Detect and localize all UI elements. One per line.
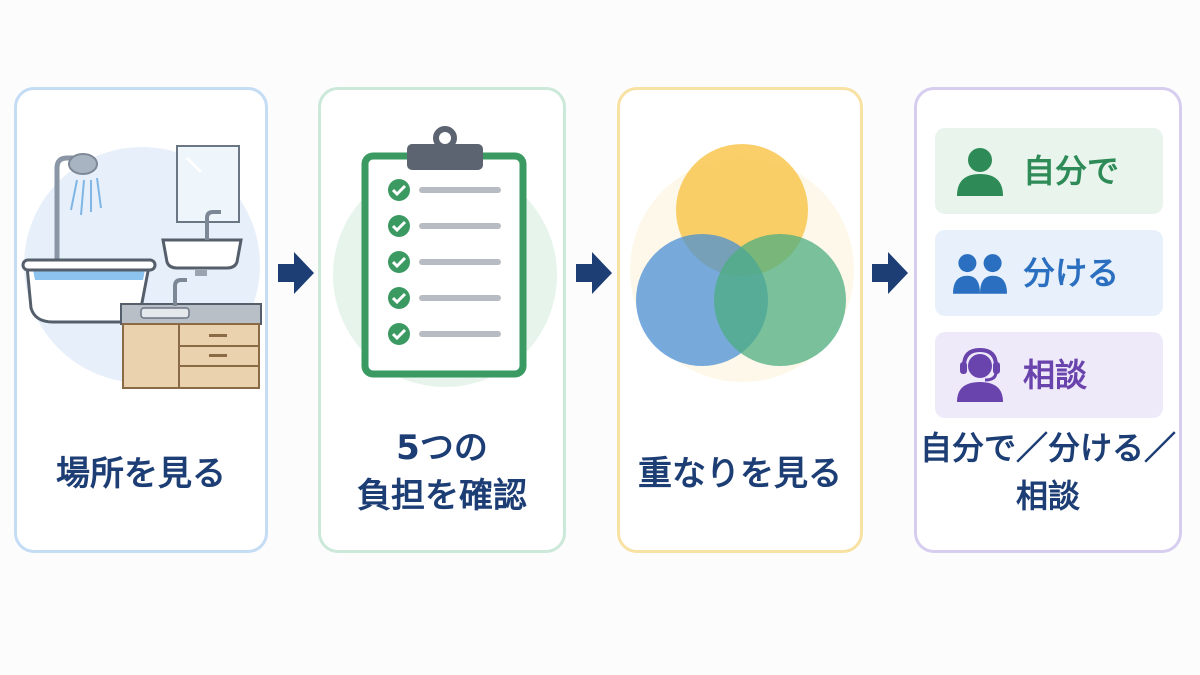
step-title-line: 相談 [1015, 477, 1080, 515]
person-icon [957, 148, 1003, 196]
step-title-line: 場所を見る [56, 454, 226, 494]
step-card-options: 自分で 分ける 相談 自分で／分ける／ 相談 [914, 87, 1182, 553]
arrow-right-icon [278, 252, 314, 294]
option-share: 分ける [935, 230, 1163, 316]
step-title: 自分で／分ける／ 相談 [917, 424, 1179, 520]
step-card-five-burdens: 5つの 負担を確認 [318, 87, 566, 553]
bathroom-icon [21, 145, 262, 389]
step-title: 重なりを見る [620, 450, 860, 498]
option-label: 自分で [1023, 152, 1120, 190]
step-title-line: 負担を確認 [357, 476, 527, 516]
step-title-line: 5つの [396, 428, 488, 468]
option-label: 相談 [1023, 356, 1088, 394]
option-self: 自分で [935, 128, 1163, 214]
step-title-line: 重なりを見る [638, 454, 842, 494]
step-card-overlap: 重なりを見る [617, 87, 863, 553]
checklist-clipboard-icon [333, 126, 557, 387]
step-title: 5つの 負担を確認 [321, 424, 563, 520]
arrow-right-icon [576, 252, 612, 294]
headset-person-icon [957, 348, 1003, 402]
two-people-icon [953, 254, 1007, 294]
venn-diagram-icon [630, 144, 854, 382]
arrow-right-icon [872, 252, 908, 294]
step-title-line: 自分で／分ける／ [919, 429, 1176, 467]
step-card-location: 場所を見る [14, 87, 268, 553]
step-title: 場所を見る [17, 450, 265, 498]
option-label: 分ける [1023, 254, 1120, 292]
option-consult: 相談 [935, 332, 1163, 418]
